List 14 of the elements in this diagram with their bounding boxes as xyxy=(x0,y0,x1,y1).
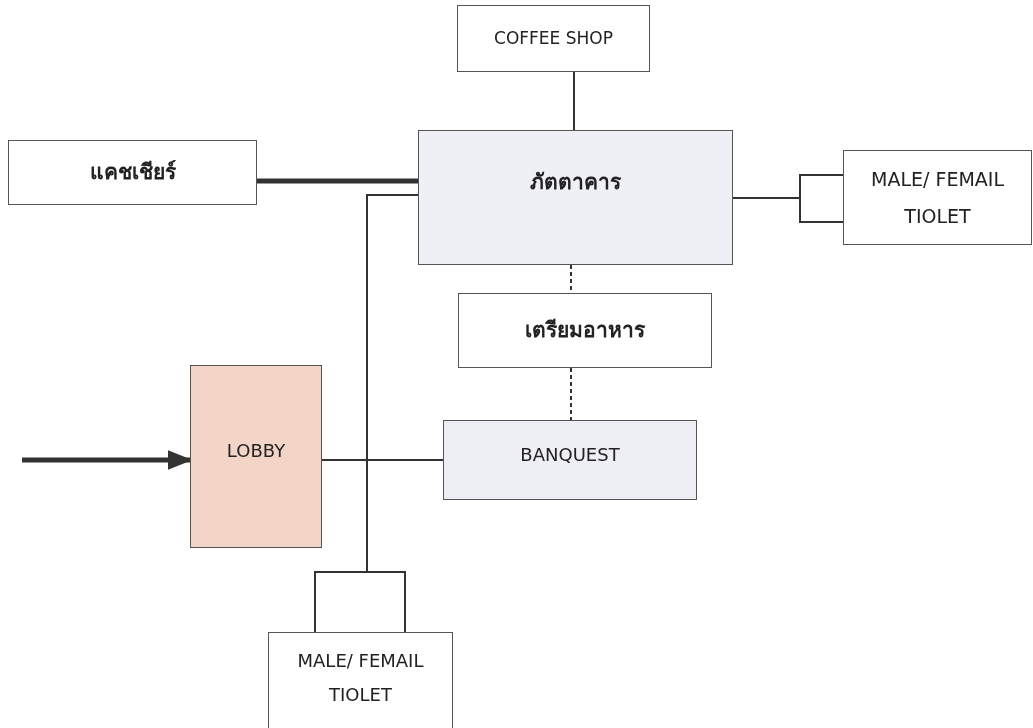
connector-line xyxy=(732,174,844,223)
area-box: แคชเชียร์ xyxy=(8,140,257,205)
connector-line xyxy=(257,178,418,184)
toilet-box: MALE/ FEMAIL TIOLET xyxy=(843,150,1032,245)
area-box: COFFEE SHOP xyxy=(457,5,650,72)
area-box: ภัตตาคาร xyxy=(418,130,733,265)
area-box: BANQUEST xyxy=(443,420,697,500)
area-box: เตรียมอาหาร xyxy=(458,293,712,368)
connector-line xyxy=(570,367,572,421)
toilet-box: MALE/ FEMAIL TIOLET xyxy=(268,632,453,728)
connector-line xyxy=(321,459,444,461)
connector-line xyxy=(314,194,419,633)
lobby-box: LOBBY xyxy=(190,365,322,548)
connector-line xyxy=(573,71,575,131)
